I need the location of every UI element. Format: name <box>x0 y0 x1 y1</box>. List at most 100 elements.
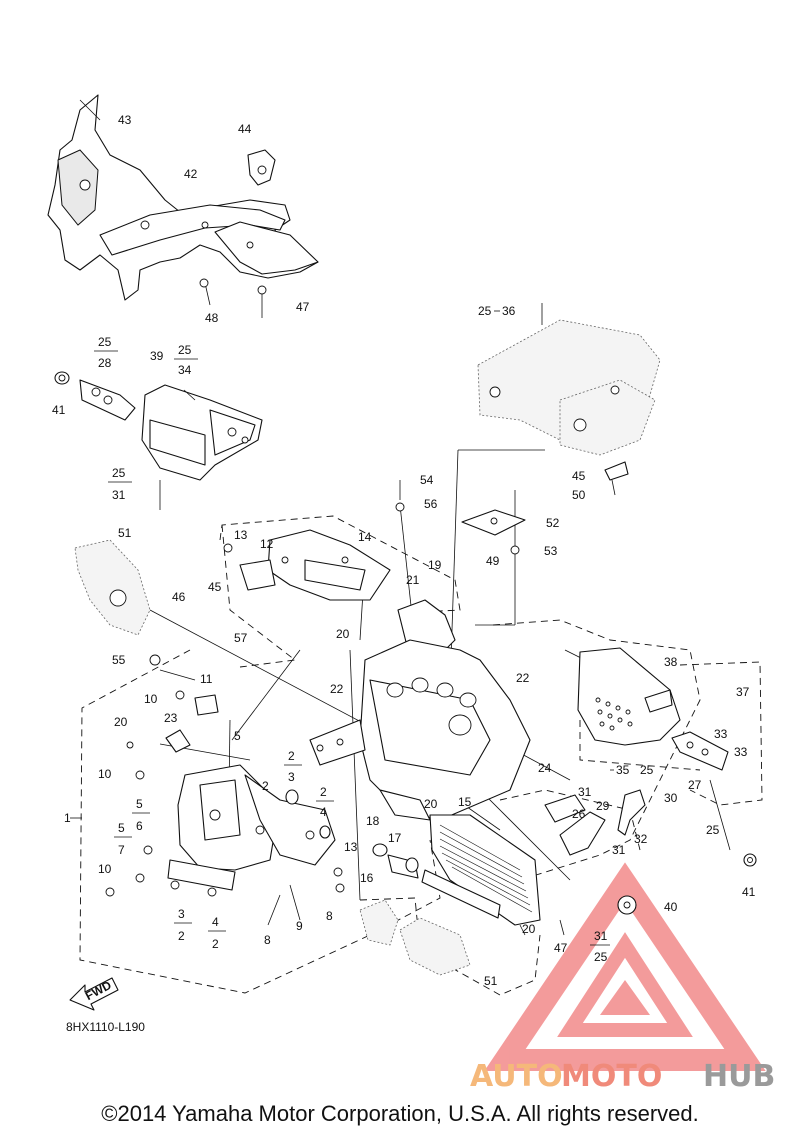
callout-10-b: 10 <box>98 767 112 781</box>
callout-42: 42 <box>184 167 198 181</box>
callout-31-b: 31 <box>578 785 592 799</box>
callout-8-a: 8 <box>326 909 333 923</box>
callout-13-bottom: 13 <box>344 840 358 854</box>
callout-55: 55 <box>112 653 126 667</box>
callout-47-bottom: 47 <box>554 941 568 955</box>
left-bracket-assembly[interactable] <box>167 764 336 891</box>
callout-33-b: 33 <box>734 745 748 759</box>
callout-20-a: 20 <box>336 627 350 641</box>
callout-25-c: 25 <box>112 466 126 480</box>
mount-plate-39[interactable] <box>141 384 263 510</box>
bracket-28[interactable] <box>79 379 136 421</box>
callout-11: 11 <box>200 672 213 686</box>
diagram-reference-code: 8HX1110-L190 <box>66 1020 145 1034</box>
callout-20-b: 20 <box>114 715 128 729</box>
callout-27: 27 <box>688 778 702 792</box>
callout-15: 15 <box>458 795 472 809</box>
callout-51-left: 51 <box>118 526 132 540</box>
watermark-word-moto: MOTO <box>561 1059 662 1094</box>
callout-1: 1 <box>64 811 71 825</box>
callout-45-right: 45 <box>572 469 586 483</box>
watermark-word-auto: AUTO <box>470 1059 563 1094</box>
bracket-12[interactable] <box>239 559 276 591</box>
callout-23: 23 <box>164 711 178 725</box>
callout-16: 16 <box>360 871 374 885</box>
spacer-41-right[interactable] <box>743 853 757 867</box>
spacer-41-left[interactable] <box>54 371 70 385</box>
callout-22-a: 22 <box>330 682 344 696</box>
callout-25-b: 25 <box>178 343 192 357</box>
callout-4-a: 4 <box>320 805 327 819</box>
fastener-34-icon <box>183 389 196 401</box>
callout-6: 6 <box>136 819 143 833</box>
watermark-text: AUTO MOTO HUB <box>470 1059 775 1094</box>
fwd-arrow-icon: FWD <box>69 977 119 1011</box>
bracket-40[interactable] <box>617 895 637 915</box>
callout-25-f: 25 <box>594 950 608 964</box>
callout-24: 24 <box>538 761 552 775</box>
callout-10-c: 10 <box>98 862 112 876</box>
callout-48: 48 <box>205 311 219 325</box>
main-chassis[interactable] <box>309 639 531 821</box>
plate-52[interactable] <box>461 509 526 536</box>
callout-41-right: 41 <box>742 885 756 899</box>
callout-2-b: 2 <box>262 779 269 793</box>
callout-26: 26 <box>572 807 586 821</box>
callout-12: 12 <box>260 537 274 551</box>
callout-18: 18 <box>366 814 380 828</box>
callout-10-a: 10 <box>144 692 158 706</box>
rear-tunnel-ghost <box>477 319 661 456</box>
callout-8-b: 8 <box>264 933 271 947</box>
callout-49: 49 <box>486 554 500 568</box>
reference-lines <box>149 449 731 901</box>
callout-28: 28 <box>98 356 112 370</box>
callout-13-top: 13 <box>234 528 248 542</box>
plate-14[interactable] <box>267 529 391 601</box>
callout-37: 37 <box>736 685 750 699</box>
bracket-45-50-icon <box>604 461 629 496</box>
callout-53: 53 <box>544 544 558 558</box>
small-parts-left[interactable] <box>105 654 345 926</box>
callout-29: 29 <box>596 799 610 813</box>
callout-4-b: 4 <box>212 915 219 929</box>
callout-3-a: 3 <box>288 770 295 784</box>
callout-30: 30 <box>664 791 678 805</box>
callout-22-b: 22 <box>516 671 530 685</box>
heat-exchanger-15[interactable] <box>421 814 541 926</box>
bolt-53-icon <box>510 545 520 555</box>
callout-32: 32 <box>634 832 648 846</box>
nut-13-top[interactable] <box>223 543 233 553</box>
watermark-word-hub: HUB <box>703 1059 775 1094</box>
cover-51-left[interactable] <box>74 539 151 636</box>
callout-35: 35 <box>616 763 630 777</box>
callout-57: 57 <box>234 631 248 645</box>
callout-52: 52 <box>546 516 560 530</box>
callout-47-top: 47 <box>296 300 310 314</box>
callout-38: 38 <box>664 655 678 669</box>
callout-56: 56 <box>424 497 438 511</box>
callout-25-top: 25 <box>478 304 492 318</box>
hoses-16-17-18[interactable] <box>372 843 419 879</box>
callout-2-c: 2 <box>320 785 327 799</box>
callout-20-c: 20 <box>424 797 438 811</box>
callout-17: 17 <box>388 831 402 845</box>
callout-25-d: 25 <box>640 763 654 777</box>
callout-50: 50 <box>572 488 586 502</box>
bracket-27[interactable] <box>671 731 729 771</box>
bracket-26-29-30[interactable] <box>544 789 646 856</box>
bolt-47-top-icon <box>257 285 267 318</box>
cover-51-bottom[interactable] <box>359 899 471 976</box>
bracket-38[interactable] <box>577 647 681 746</box>
callout-31-d: 31 <box>594 929 608 943</box>
bolt-48-icon <box>199 278 211 306</box>
callout-14: 14 <box>358 530 372 544</box>
callout-19: 19 <box>428 558 442 572</box>
callout-54: 54 <box>420 473 434 487</box>
callout-25-e: 25 <box>706 823 720 837</box>
callout-36: 36 <box>502 304 516 318</box>
callout-31-a: 31 <box>112 488 126 502</box>
callout-33-a: 33 <box>714 727 728 741</box>
callout-9: 9 <box>296 919 303 933</box>
front-frame-assembly[interactable] <box>47 94 319 301</box>
callout-39: 39 <box>150 349 164 363</box>
